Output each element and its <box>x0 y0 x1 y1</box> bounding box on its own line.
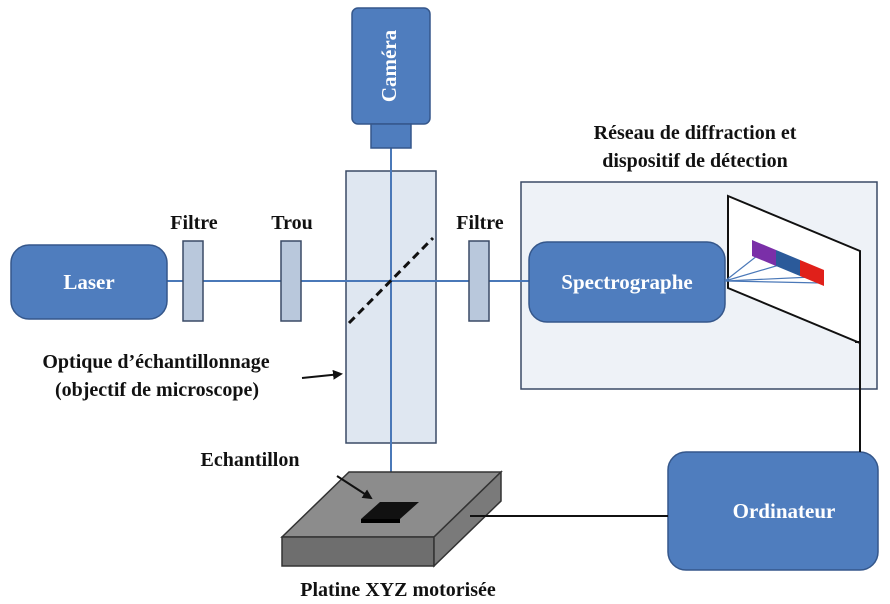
sample-edge <box>361 519 400 523</box>
optics-arrow <box>301 369 343 380</box>
filter-left <box>182 240 204 322</box>
ray-blue <box>724 262 787 282</box>
stage-side <box>433 470 502 568</box>
beam-splitter <box>347 236 435 325</box>
sample-arrow <box>336 475 373 500</box>
optics-label-line2: (objectif de microscope) <box>55 379 259 401</box>
filter-right <box>468 240 490 322</box>
detector-segment-violet <box>752 240 776 266</box>
laser-box <box>10 244 168 320</box>
spectrograph-label: Spectrographe <box>561 270 692 294</box>
detector-segment-red <box>800 260 824 286</box>
pinhole <box>280 240 302 322</box>
camera-label: Caméra <box>377 29 401 102</box>
stage-label: Platine XYZ motorisée <box>300 579 496 601</box>
sample <box>361 502 419 519</box>
laser-label: Laser <box>63 270 114 294</box>
ray-base <box>724 280 823 284</box>
grating-label-line2: dispositif de détection <box>602 150 788 172</box>
stage-front <box>281 536 435 567</box>
ray-red <box>724 276 813 282</box>
sample-label: Echantillon <box>201 449 300 471</box>
filter-right-label: Filtre <box>456 212 504 234</box>
pinhole-label: Trou <box>271 212 313 234</box>
grating-label-line1: Réseau de diffraction et <box>594 122 797 144</box>
detector-segment-blue <box>776 250 800 276</box>
camera-lens <box>370 123 412 149</box>
spectrograph-box <box>528 241 726 323</box>
cable-detector-computer <box>855 341 861 452</box>
optics-label-line1: Optique d’échantillonnage <box>42 351 269 373</box>
filter-left-label: Filtre <box>170 212 218 234</box>
computer-box <box>667 451 879 571</box>
computer-label: Ordinateur <box>733 499 836 523</box>
